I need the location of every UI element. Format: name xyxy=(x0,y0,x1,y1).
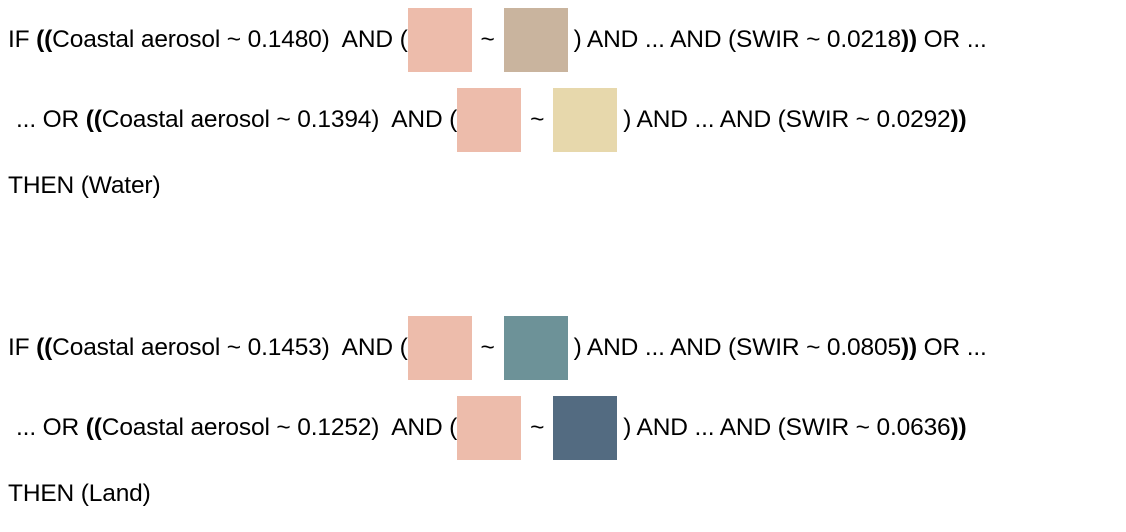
clause-open-parens: (( xyxy=(36,334,53,361)
clause-first-condition: Coastal aerosol ~ 0.1252) xyxy=(101,414,380,441)
clause-prefix: IF xyxy=(8,334,37,361)
clause-suffix: OR ... xyxy=(916,26,987,53)
clause-middle: AND ... AND (SWIR ~ 0.0218 xyxy=(581,26,901,53)
clause-open-parens: (( xyxy=(36,26,53,53)
color-swatch-right xyxy=(553,396,618,460)
clause-close-paren: ) xyxy=(623,414,632,441)
clause-close-paren: ) xyxy=(623,106,632,133)
clause-open-parens: (( xyxy=(85,414,102,441)
rule-conclusion-line: THEN (Water) xyxy=(0,160,1126,212)
clause-first-condition: Coastal aerosol ~ 0.1480) xyxy=(52,26,330,53)
rule-clause-line: ... OR (( Coastal aerosol ~ 0.1252) AND … xyxy=(0,388,1126,468)
clause-prefix: ... OR xyxy=(16,106,86,133)
color-swatch-right xyxy=(503,8,568,72)
clause-close-paren: ) xyxy=(573,26,582,53)
clause-suffix: OR ... xyxy=(916,334,987,361)
similarity-operator: ~ xyxy=(530,106,545,133)
color-swatch-right xyxy=(503,316,568,380)
rule-conclusion-line: THEN (Land) xyxy=(0,468,1126,520)
clause-first-condition: Coastal aerosol ~ 0.1453) xyxy=(52,334,330,361)
clause-close-parens: )) xyxy=(900,334,917,361)
clause-prefix: IF xyxy=(8,26,37,53)
rule-block-water: IF (( Coastal aerosol ~ 0.1480) AND ( ~ … xyxy=(0,0,1126,212)
rule-clause-line: IF (( Coastal aerosol ~ 0.1453) AND ( ~ … xyxy=(0,308,1126,388)
similarity-operator: ~ xyxy=(480,26,495,53)
clause-and-open: AND ( xyxy=(329,26,408,53)
clause-open-parens: (( xyxy=(85,106,102,133)
color-swatch-left xyxy=(457,396,522,460)
clause-close-parens: )) xyxy=(900,26,917,53)
clause-close-parens: )) xyxy=(950,106,967,133)
clause-and-open: AND ( xyxy=(379,414,458,441)
clause-prefix: ... OR xyxy=(16,414,86,441)
clause-middle: AND ... AND (SWIR ~ 0.0636 xyxy=(631,414,951,441)
similarity-operator: ~ xyxy=(530,414,545,441)
rule-clause-line: IF (( Coastal aerosol ~ 0.1480) AND ( ~ … xyxy=(0,0,1126,80)
rule-clause-line: ... OR (( Coastal aerosol ~ 0.1394) AND … xyxy=(0,80,1126,160)
rule-conclusion: THEN (Land) xyxy=(8,480,151,507)
color-swatch-left xyxy=(407,8,472,72)
clause-close-paren: ) xyxy=(573,334,582,361)
clause-first-condition: Coastal aerosol ~ 0.1394) xyxy=(101,106,380,133)
clause-and-open: AND ( xyxy=(329,334,408,361)
color-swatch-left xyxy=(457,88,522,152)
rule-block-land: IF (( Coastal aerosol ~ 0.1453) AND ( ~ … xyxy=(0,308,1126,520)
color-swatch-right xyxy=(553,88,618,152)
similarity-operator: ~ xyxy=(480,334,495,361)
color-swatch-left xyxy=(407,316,472,380)
clause-middle: AND ... AND (SWIR ~ 0.0805 xyxy=(581,334,901,361)
clause-close-parens: )) xyxy=(950,414,967,441)
clause-and-open: AND ( xyxy=(379,106,458,133)
rule-conclusion: THEN (Water) xyxy=(8,172,161,199)
clause-middle: AND ... AND (SWIR ~ 0.0292 xyxy=(631,106,951,133)
